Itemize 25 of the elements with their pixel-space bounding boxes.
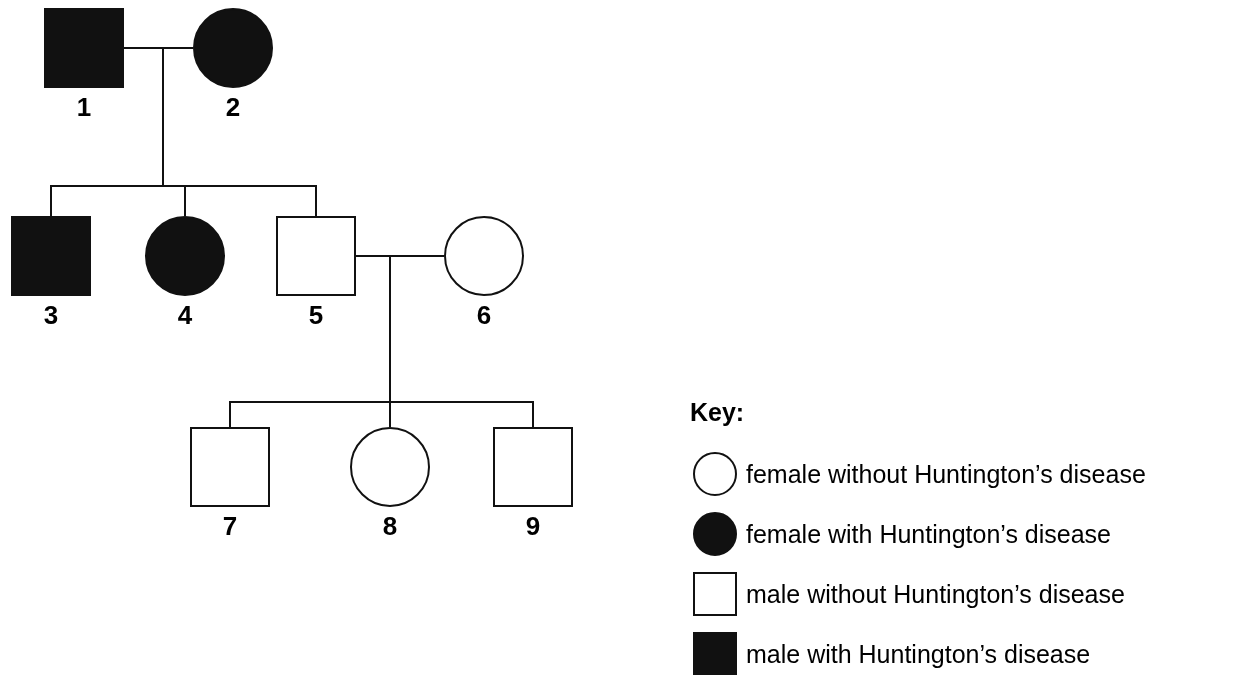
filled-circle-symbol <box>193 8 273 88</box>
individual-number: 5 <box>307 300 325 330</box>
filled-circle-symbol <box>145 216 225 296</box>
individual-number: 6 <box>475 300 493 330</box>
legend-text: female with Huntington’s disease <box>746 519 1112 550</box>
empty-circle-symbol <box>350 427 430 507</box>
individual-number: 8 <box>381 511 399 541</box>
empty-square-symbol <box>276 216 356 296</box>
individual-number: 9 <box>524 511 542 541</box>
empty-circle-symbol <box>444 216 524 296</box>
pedigree-line <box>389 255 534 428</box>
individual-number: 2 <box>224 92 242 122</box>
filled-square-symbol <box>11 216 91 296</box>
legend-text: female without Huntington’s disease <box>746 459 1146 490</box>
individual-number: 3 <box>42 300 60 330</box>
individual-number: 7 <box>221 511 239 541</box>
empty-square-symbol <box>190 427 270 507</box>
key-heading: Key: <box>690 397 745 428</box>
individual-number: 4 <box>176 300 194 330</box>
empty-square-symbol <box>493 427 573 507</box>
pedigree-line <box>162 47 317 217</box>
legend-text: male with Huntington’s disease <box>746 639 1091 670</box>
legend-text: male without Huntington’s disease <box>746 579 1125 610</box>
filled-square-symbol <box>44 8 124 88</box>
individual-number: 1 <box>75 92 93 122</box>
